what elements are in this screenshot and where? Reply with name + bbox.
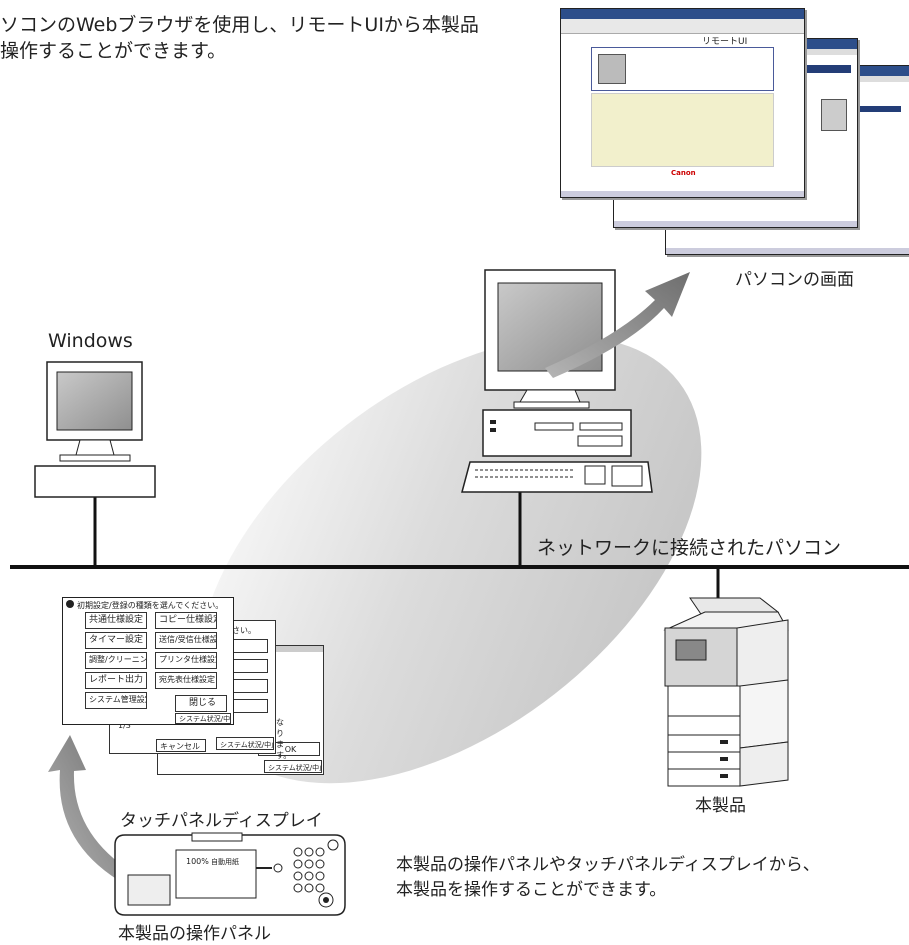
control-panel-label: 本製品の操作パネル xyxy=(118,924,271,944)
timer-settings-button[interactable]: タイマー設定 xyxy=(85,632,147,649)
windows-pc-illustration xyxy=(34,361,156,498)
system-management-button[interactable]: システム管理設定 xyxy=(85,692,147,709)
device-label: 本製品 xyxy=(695,796,746,816)
common-settings-button[interactable]: 共通仕様設定 xyxy=(85,612,147,629)
canon-logo: Canon xyxy=(671,169,696,177)
browser-window-1: リモートUI Canon xyxy=(560,8,805,198)
panel-mode: 自動用紙 xyxy=(211,858,239,866)
touch-panel-front: 初期設定/登録の種類を選んでください。 共通仕様設定 コピー仕様設定 タイマー設… xyxy=(62,597,234,725)
back-system-status-1[interactable]: システム状況/中止 xyxy=(216,737,274,750)
windows-label: Windows xyxy=(48,330,133,352)
printer-settings-button[interactable]: プリンタ仕様設定 xyxy=(155,652,217,669)
touch-display-label: タッチパネルディスプレイ xyxy=(120,811,323,831)
arrow-pc-to-screen xyxy=(545,272,690,378)
panel-zoom: 100% xyxy=(186,857,209,866)
network-pc-label: ネットワークに接続されたパソコン xyxy=(537,537,842,559)
copy-settings-button[interactable]: コピー仕様設定 xyxy=(155,612,217,629)
adjust-cleaning-button[interactable]: 調整/クリーニング xyxy=(85,652,147,669)
control-panel-illustration xyxy=(114,832,346,916)
bottom-line-2: 本製品を操作することができます。 xyxy=(396,880,667,900)
settings-icon xyxy=(66,600,74,608)
device-illustration xyxy=(663,597,789,787)
report-output-button[interactable]: レポート出力 xyxy=(85,672,147,689)
send-receive-settings-button[interactable]: 送信/受信仕様設定 xyxy=(155,632,217,649)
intro-line-2: 操作することができます。 xyxy=(0,40,227,62)
back-fragment-text: さい。 xyxy=(232,626,256,635)
close-button[interactable]: 閉じる xyxy=(175,695,227,712)
pc-screen-label: パソコンの画面 xyxy=(735,270,854,290)
arrow-panel-to-display xyxy=(48,735,126,880)
remote-ui-title: リモートUI xyxy=(702,37,748,47)
back-counter: 1/3 xyxy=(118,721,131,730)
touch-panel-prompt: 初期設定/登録の種類を選んでください。 xyxy=(77,601,224,610)
intro-line-1: ソコンのWebブラウザを使用し、リモートUIから本製品 xyxy=(0,14,479,36)
back-system-status-2[interactable]: システム状況/中止 xyxy=(264,760,322,773)
back-cancel-button[interactable]: キャンセル xyxy=(156,739,206,752)
system-status-button[interactable]: システム状況/中止 xyxy=(175,713,231,724)
back-note: なります。 xyxy=(276,718,292,760)
address-book-settings-button[interactable]: 宛先表仕様設定 xyxy=(155,672,217,689)
bottom-line-1: 本製品の操作パネルやタッチパネルディスプレイから、 xyxy=(396,855,820,875)
